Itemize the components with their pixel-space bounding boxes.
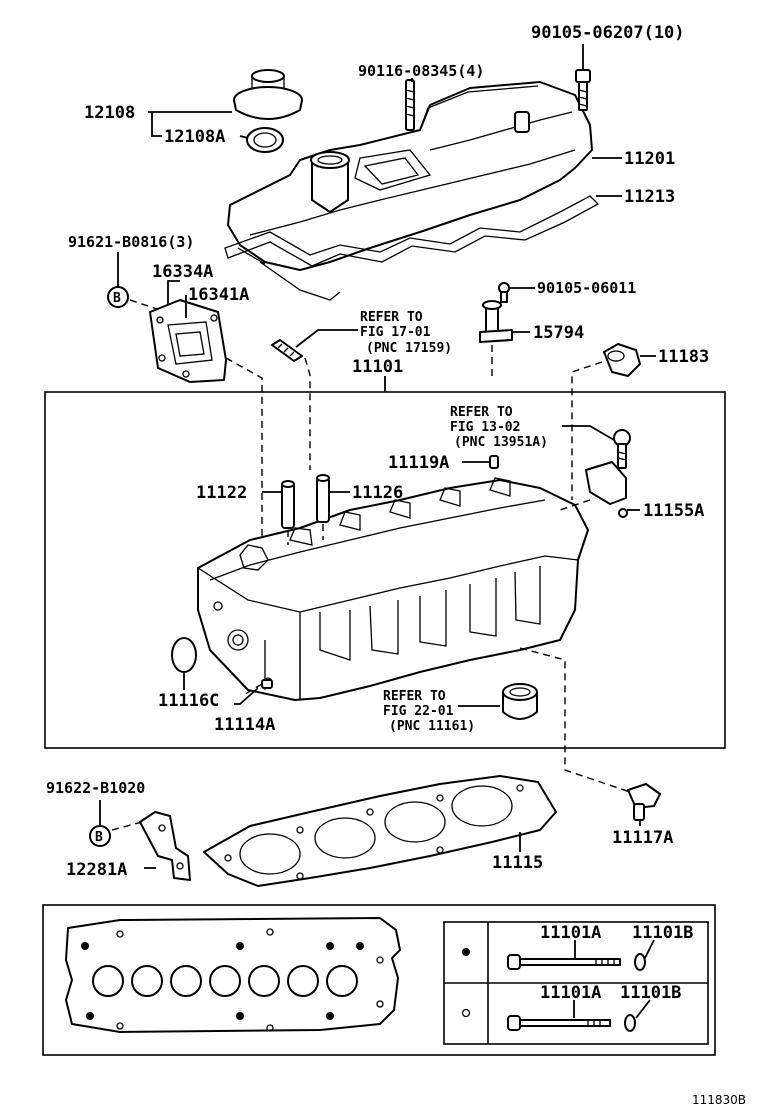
exhaust-flange-gasket-16341A bbox=[149, 299, 227, 383]
leader-16334A bbox=[167, 280, 180, 305]
label-11114A: 11114A bbox=[214, 715, 275, 735]
label-11213: 11213 bbox=[624, 187, 675, 207]
valve-guide-11126 bbox=[316, 474, 330, 523]
cylinder-head-11101 bbox=[197, 477, 589, 701]
label-12108A: 12108A bbox=[164, 127, 225, 147]
leader-12108A bbox=[239, 135, 249, 139]
head-cover-gasket-11213 bbox=[224, 195, 600, 301]
label-91622-B1020: 91622-B1020 bbox=[46, 779, 145, 797]
label-16334A: 16334A bbox=[152, 262, 213, 282]
label-90116-08345: 90116-08345(4) bbox=[358, 62, 484, 80]
engine-hanger-12281A bbox=[139, 811, 191, 881]
ref-22-01-line2: FIG 22-01 bbox=[383, 704, 454, 719]
label-11101A-row2: 11101A bbox=[540, 983, 601, 1003]
oil-filler-cap-gasket-12108A bbox=[246, 127, 284, 153]
bolt-table bbox=[443, 921, 709, 1045]
label-11201: 11201 bbox=[624, 149, 675, 169]
figure-code: 111830B bbox=[692, 1093, 746, 1107]
dash-pin-up bbox=[241, 683, 263, 697]
ref-22-01-line3: (PNC 11161) bbox=[389, 719, 475, 734]
label-11101B-row2: 11101B bbox=[620, 983, 681, 1003]
bolt-ref-13951A bbox=[613, 429, 631, 469]
label-11101A-row1: 11101A bbox=[540, 923, 601, 943]
label-11116C: 11116C bbox=[158, 691, 219, 711]
head-bolt-pattern bbox=[65, 917, 401, 1033]
cylinder-head-cover-11201 bbox=[227, 81, 593, 271]
ref-22-01-line1: REFER TO bbox=[383, 689, 446, 704]
solid-dot-symbol bbox=[462, 948, 470, 956]
marker-b-1-letter: B bbox=[113, 291, 121, 306]
plug-bolt-11117A bbox=[627, 783, 661, 821]
label-90105-06207: 90105-06207(10) bbox=[531, 23, 685, 43]
leader-12108 bbox=[148, 111, 232, 137]
label-91621-B0816: 91621-B0816(3) bbox=[68, 233, 194, 251]
label-11119A: 11119A bbox=[388, 453, 449, 473]
cylinder-head-assy-box bbox=[44, 391, 726, 749]
dash-b1-to-gasket bbox=[129, 299, 161, 311]
straight-pin-11119A bbox=[489, 455, 499, 469]
dash-b2-to-bracket bbox=[111, 821, 143, 831]
dash-gasket-to-head bbox=[225, 357, 263, 540]
ref-17-01-line3: (PNC 17159) bbox=[366, 341, 452, 356]
ref-17-01-line1: REFER TO bbox=[360, 310, 423, 325]
label-11126: 11126 bbox=[352, 483, 403, 503]
label-11155A: 11155A bbox=[643, 501, 704, 521]
pin-11114A bbox=[261, 679, 273, 689]
leader-11114A bbox=[234, 687, 259, 705]
ref-13-02-line1: REFER TO bbox=[450, 405, 513, 420]
cam-sensor-plug-11183 bbox=[603, 343, 641, 377]
label-11122: 11122 bbox=[196, 483, 247, 503]
stud-ref-17159 bbox=[271, 339, 303, 362]
plug-11116C bbox=[171, 637, 197, 673]
stud-bolt-90116-08345 bbox=[405, 79, 415, 131]
marker-b-1 bbox=[107, 286, 129, 308]
ref-17-01-line2: FIG 17-01 bbox=[360, 325, 431, 340]
label-15794: 15794 bbox=[533, 323, 584, 343]
label-11117A: 11117A bbox=[612, 828, 673, 848]
dash-cap-to-head bbox=[559, 499, 591, 511]
label-90105-06011: 90105-06011 bbox=[537, 279, 636, 297]
label-16341A: 16341A bbox=[188, 285, 249, 305]
valve-guide-11122 bbox=[281, 480, 295, 529]
open-dot-symbol bbox=[461, 1008, 471, 1018]
leader-ref-17-01 bbox=[295, 329, 358, 348]
dash-stud-to-head bbox=[304, 357, 311, 470]
camshaft-bearing-cap bbox=[585, 461, 627, 505]
leader-ref-13-02 bbox=[562, 425, 615, 441]
bolt-90105-06207 bbox=[575, 69, 591, 111]
label-11101: 11101 bbox=[352, 357, 403, 377]
ref-13-02-line3: (PNC 13951A) bbox=[454, 435, 548, 450]
cylinder-head-gasket-11115 bbox=[203, 775, 557, 887]
ref-13-02-line2: FIG 13-02 bbox=[450, 420, 520, 435]
bolt-location-box bbox=[42, 904, 716, 1056]
ring-pin-11155A bbox=[618, 508, 628, 518]
plug-ref-11161 bbox=[502, 683, 538, 720]
label-12108: 12108 bbox=[84, 103, 135, 123]
oil-filler-cap-12108 bbox=[233, 69, 303, 120]
label-11183: 11183 bbox=[658, 347, 709, 367]
marker-b-2-letter: B bbox=[95, 830, 103, 845]
label-12281A: 12281A bbox=[66, 860, 127, 880]
marker-b-2 bbox=[89, 825, 111, 847]
label-11101B-row1: 11101B bbox=[632, 923, 693, 943]
dash-11117A-up bbox=[519, 647, 631, 793]
label-11115: 11115 bbox=[492, 853, 543, 873]
oil-control-valve-15794 bbox=[479, 282, 513, 343]
